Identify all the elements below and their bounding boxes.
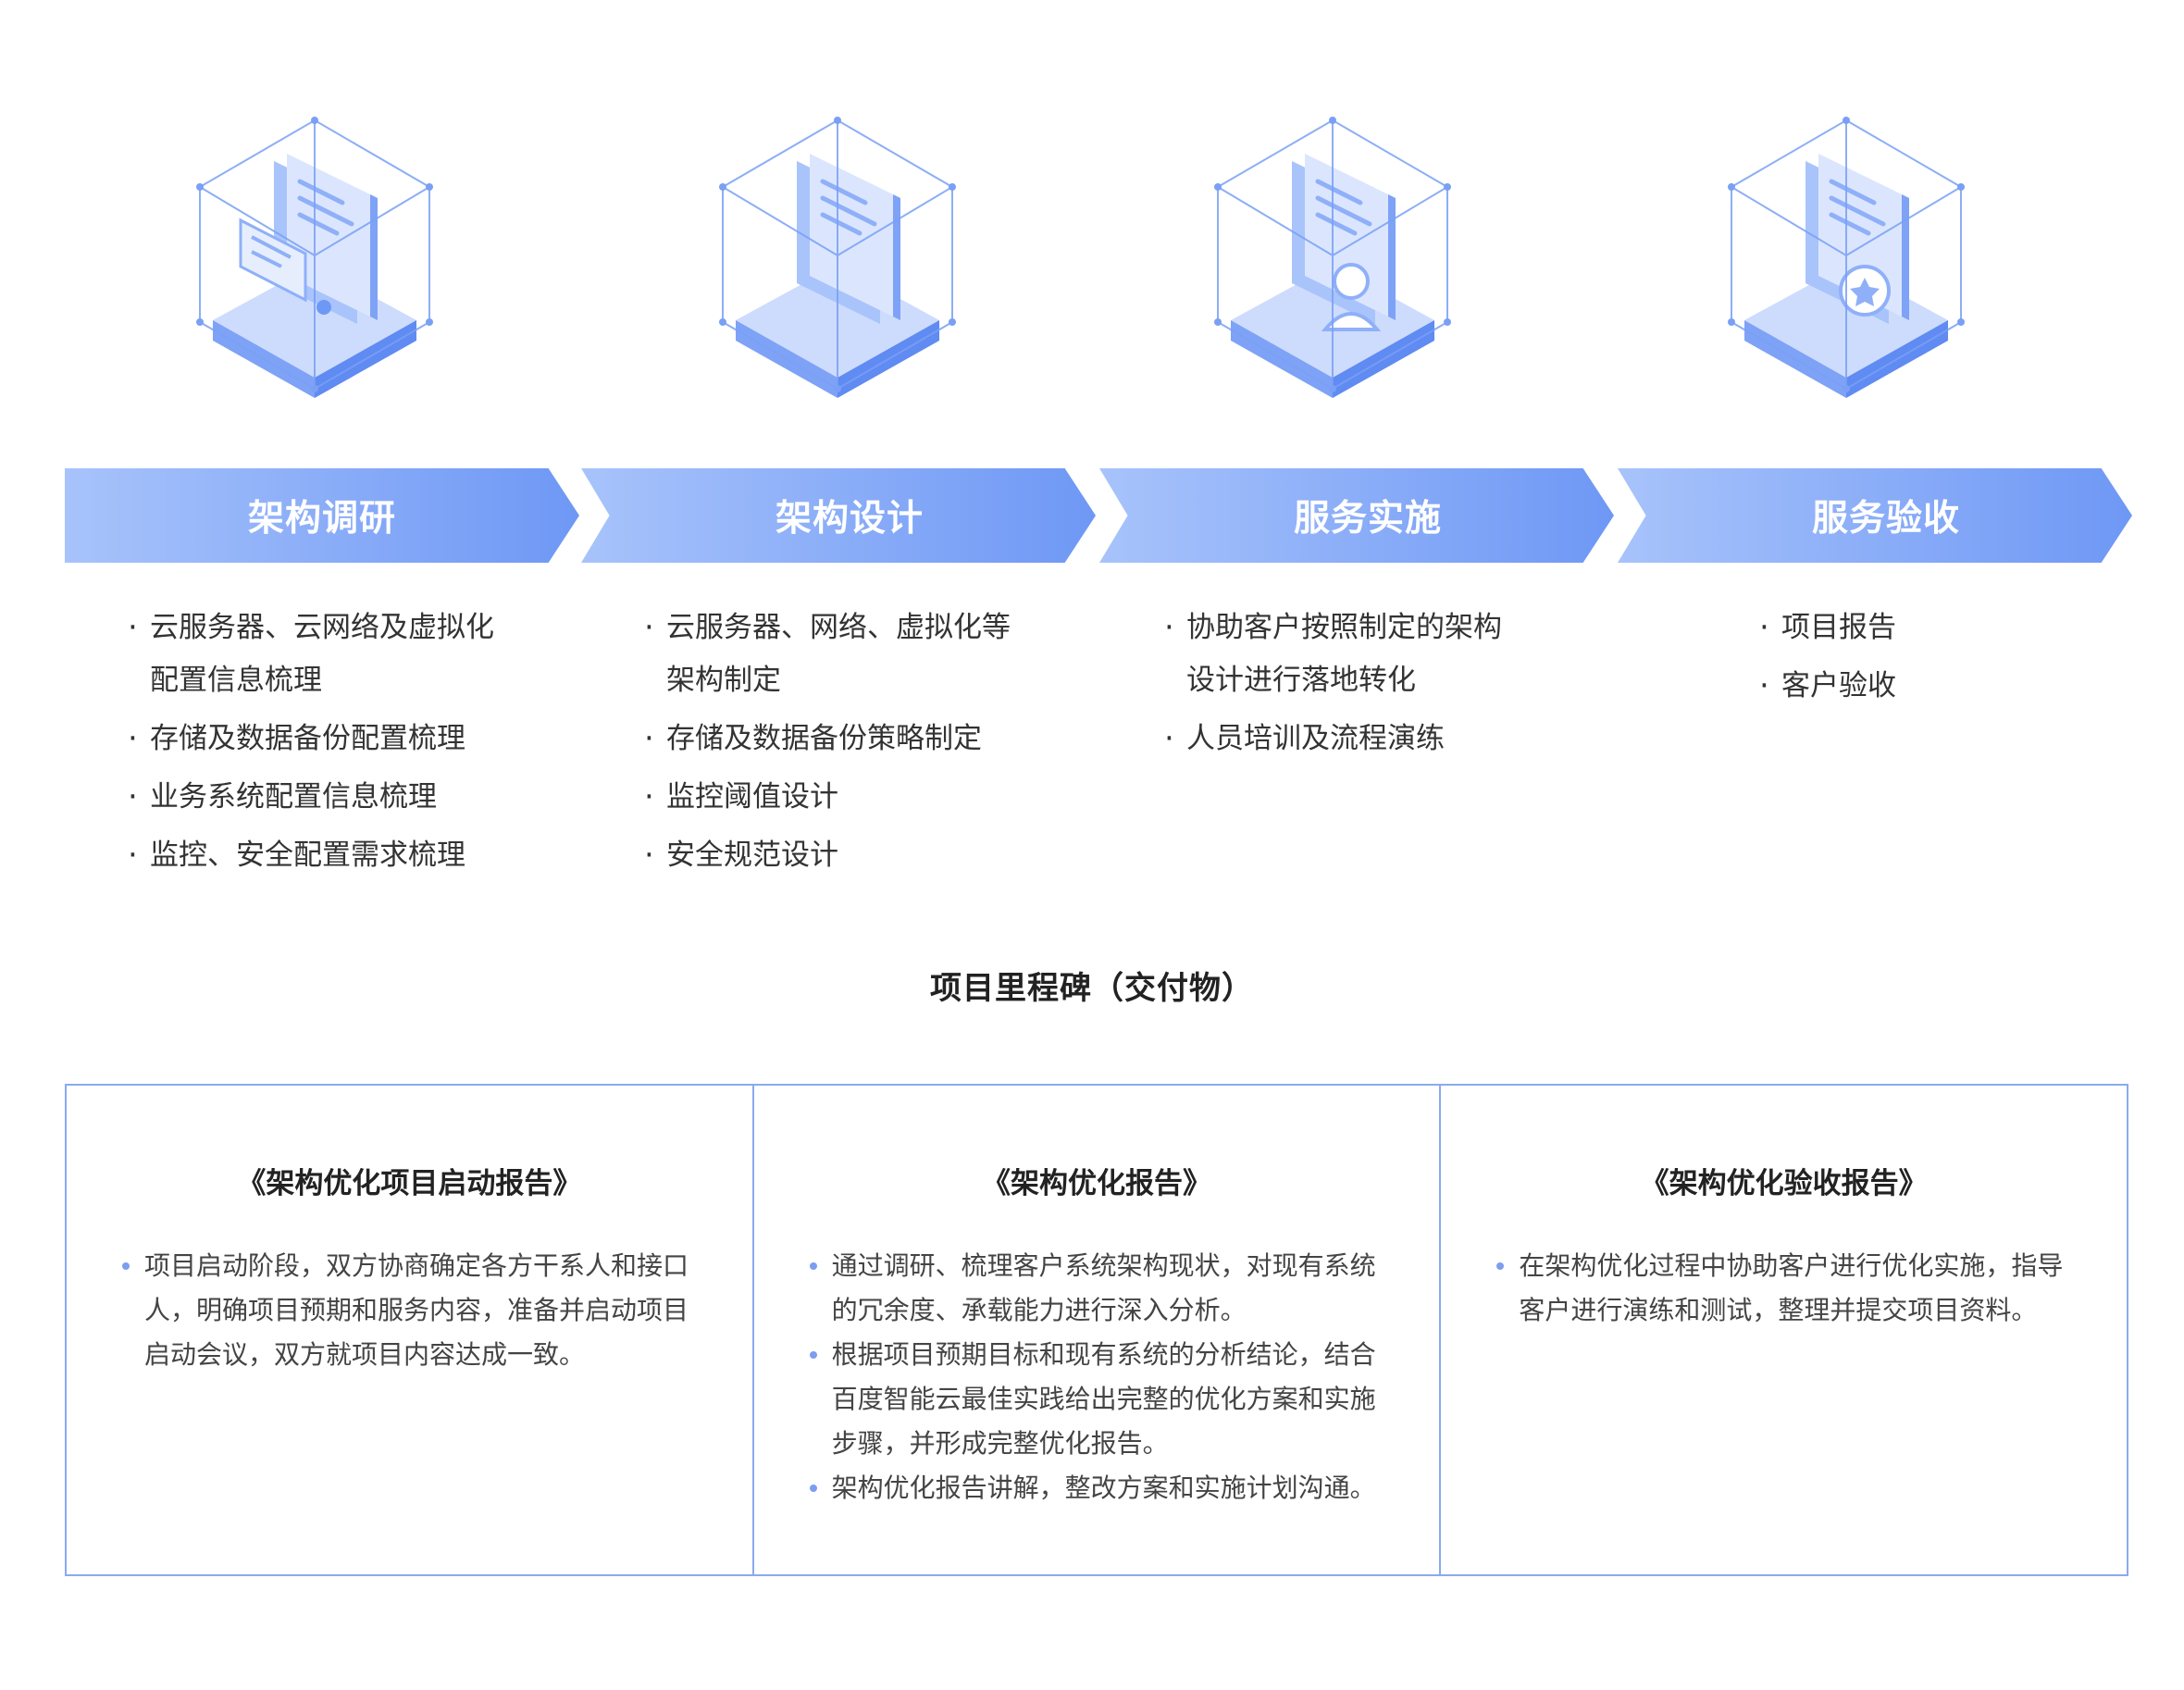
document-badge-icon bbox=[1717, 109, 1976, 415]
milestone-cell-optimization: 《架构优化报告》 通过调研、梳理客户系统架构现状，对现有系统的冗余度、承载能力进… bbox=[751, 1086, 1440, 1574]
milestone-cell-list: 项目启动阶段，双方协商确定各方干系人和接口人，明确项目预期和服务内容，准备并启动… bbox=[67, 1244, 752, 1377]
list-item: 项目报告 bbox=[1759, 602, 1896, 654]
document-monitor-icon bbox=[185, 109, 444, 415]
document-icon bbox=[708, 109, 967, 415]
milestone-cell-list: 通过调研、梳理客户系统架构现状，对现有系统的冗余度、承载能力进行深入分析。根据项… bbox=[754, 1244, 1440, 1510]
document-user-icon bbox=[1203, 109, 1462, 415]
phase-title: 架构调研 bbox=[247, 498, 396, 540]
milestone-cell-title: 《架构优化项目启动报告》 bbox=[237, 1167, 582, 1200]
list-item: 业务系统配置信息梳理 bbox=[128, 771, 494, 824]
milestone-cell-title: 《架构优化报告》 bbox=[982, 1167, 1211, 1200]
list-item: 存储及数据备份策略制定 bbox=[644, 713, 1011, 765]
list-item: 安全规范设计 bbox=[644, 829, 1011, 882]
milestone-title: 项目里程碑（交付物） bbox=[930, 970, 1254, 1007]
phase-list-implementation: 协助客户按照制定的架构设计进行落地转化人员培训及流程演练 bbox=[1164, 602, 1502, 771]
list-item: 监控、安全配置需求梳理 bbox=[128, 829, 494, 882]
list-item: 客户验收 bbox=[1759, 660, 1896, 713]
milestone-cell-acceptance: 《架构优化验收报告》 在架构优化过程中协助客户进行优化实施，指导客户进行演练和测… bbox=[1439, 1086, 2127, 1574]
phase-title: 服务验收 bbox=[1811, 498, 1960, 540]
list-item: 在架构优化过程中协助客户进行优化实施，指导客户进行演练和测试，整理并提交项目资料… bbox=[1496, 1244, 2080, 1333]
milestone-cell-kickoff: 《架构优化项目启动报告》 项目启动阶段，双方协商确定各方干系人和接口人，明确项目… bbox=[67, 1086, 752, 1574]
milestone-table: 《架构优化项目启动报告》 项目启动阶段，双方协商确定各方干系人和接口人，明确项目… bbox=[65, 1084, 2128, 1576]
list-item: 架构优化报告讲解，整改方案和实施计划沟通。 bbox=[809, 1466, 1394, 1510]
list-item: 通过调研、梳理客户系统架构现状，对现有系统的冗余度、承载能力进行深入分析。 bbox=[809, 1244, 1394, 1333]
phase-title: 架构设计 bbox=[775, 498, 924, 540]
list-item: 根据项目预期目标和现有系统的分析结论，结合百度智能云最佳实践给出完整的优化方案和… bbox=[809, 1333, 1394, 1466]
phase-banner-acceptance: 服务验收 bbox=[1618, 468, 2132, 563]
milestone-cell-title: 《架构优化验收报告》 bbox=[1640, 1167, 1928, 1200]
list-item: 监控阈值设计 bbox=[644, 771, 1011, 824]
phase-title: 服务实施 bbox=[1293, 498, 1442, 540]
list-item: 人员培训及流程演练 bbox=[1164, 713, 1502, 765]
phase-list-acceptance: 项目报告客户验收 bbox=[1759, 602, 1896, 718]
list-item: 项目启动阶段，双方协商确定各方干系人和接口人，明确项目预期和服务内容，准备并启动… bbox=[122, 1244, 706, 1377]
phase-banner-research: 架构调研 bbox=[65, 468, 579, 563]
phase-banner-design: 架构设计 bbox=[581, 468, 1096, 563]
milestone-cell-list: 在架构优化过程中协助客户进行优化实施，指导客户进行演练和测试，整理并提交项目资料… bbox=[1441, 1244, 2127, 1333]
list-item: 存储及数据备份配置梳理 bbox=[128, 713, 494, 765]
phase-list-design: 云服务器、网络、虚拟化等架构制定存储及数据备份策略制定监控阈值设计安全规范设计 bbox=[644, 602, 1011, 888]
phase-list-research: 云服务器、云网络及虚拟化配置信息梳理存储及数据备份配置梳理业务系统配置信息梳理监… bbox=[128, 602, 494, 888]
phase-banner-implementation: 服务实施 bbox=[1099, 468, 1614, 563]
